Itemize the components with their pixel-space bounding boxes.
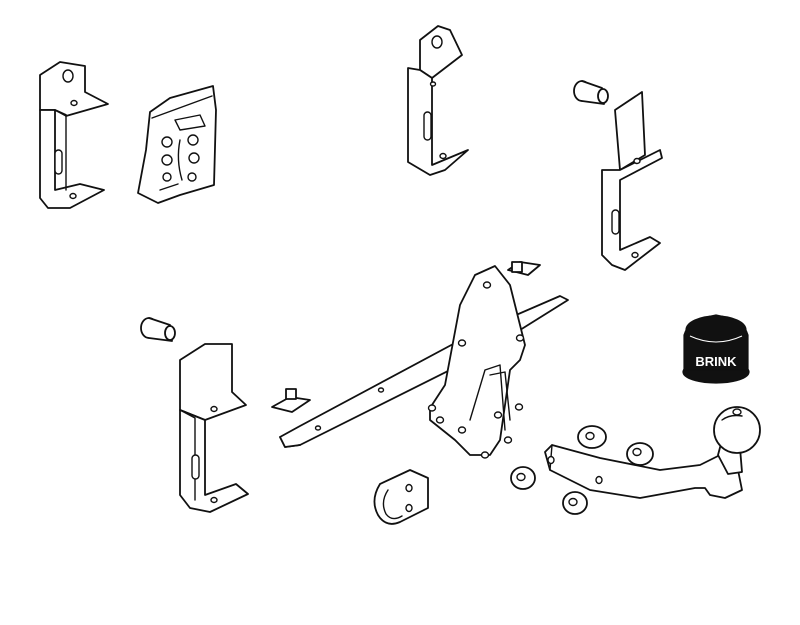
spacer-3 bbox=[510, 466, 536, 490]
spacer-2 bbox=[626, 442, 654, 466]
bracket-left-bottom bbox=[179, 343, 249, 513]
crossbar bbox=[271, 261, 569, 459]
tow-ball-cap: BRINK bbox=[682, 314, 750, 384]
bracket-center-top bbox=[407, 25, 469, 176]
hardware-bag bbox=[137, 85, 217, 204]
bolt-right-top bbox=[573, 80, 609, 105]
bracket-left-top bbox=[39, 61, 109, 209]
tow-ball-arm bbox=[544, 406, 761, 499]
socket-plate bbox=[373, 469, 429, 525]
spacer-4 bbox=[562, 491, 588, 515]
spacer-washers bbox=[510, 425, 654, 515]
brand-label: BRINK bbox=[695, 354, 737, 369]
spacer-1 bbox=[577, 425, 607, 449]
bracket-right bbox=[601, 91, 663, 271]
bolt-left bbox=[140, 317, 176, 342]
